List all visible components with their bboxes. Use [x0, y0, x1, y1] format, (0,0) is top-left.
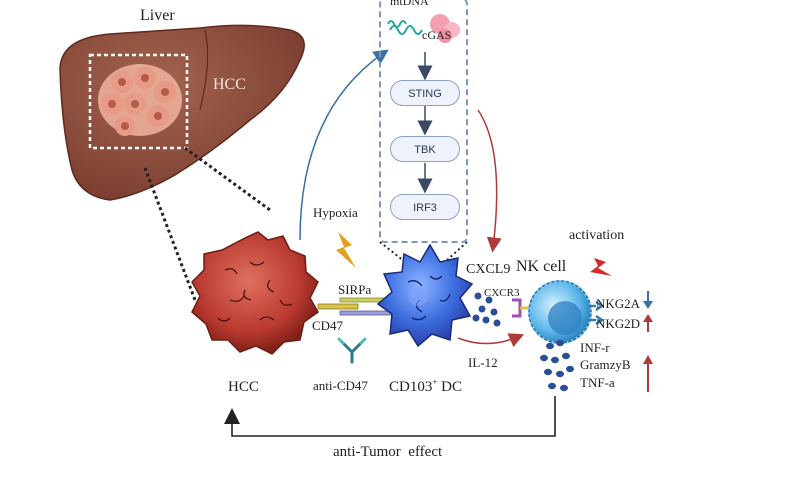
label-hypoxia: Hypoxia: [313, 205, 358, 220]
sirpa-cd47-bridge: [317, 297, 397, 316]
label-sirpa: SIRPa: [338, 282, 372, 297]
nkg-receptor-icons: [588, 300, 605, 326]
label-anti-tumor-effect: anti-Tumor effect: [333, 444, 443, 460]
label-cd47: CD47: [312, 318, 344, 333]
pathway-node-sting: STING: [390, 80, 460, 106]
cxcl9-dots: [472, 292, 501, 327]
up-arrow-icon-cytokines: [643, 355, 653, 392]
label-activation: activation: [569, 228, 625, 243]
label-anti-cd47: anti-CD47: [313, 378, 368, 393]
label-liver: Liver: [140, 7, 175, 24]
il12-arrow: [457, 333, 525, 348]
down-arrow-icon: [643, 291, 653, 309]
label-tnf-a: TNF-a: [580, 375, 615, 390]
label-cgas: cGAS: [422, 28, 452, 42]
lightning-icon: [336, 232, 356, 268]
label-cxcr3: CXCR3: [484, 287, 520, 299]
label-hcc-liver: HCC: [213, 76, 246, 93]
pathway-node-irf3: IRF3: [390, 194, 460, 220]
dendritic-cell: [376, 243, 474, 348]
up-arrow-icon: [643, 314, 653, 332]
label-cd103: CD103: [389, 379, 433, 395]
label-inf-r: INF-r: [580, 340, 610, 355]
antibody-icon: [337, 337, 367, 364]
label-cd103-dc: CD103+ DC: [389, 377, 462, 396]
hypoxia-arrow: [299, 49, 389, 241]
label-cd103-sup: +: [432, 377, 438, 387]
liver-illustration: [59, 24, 305, 201]
label-nkg2d: NKG2D: [596, 316, 641, 331]
label-nkg2a: NKG2A: [596, 296, 641, 311]
label-mtdna: mtDNA: [390, 0, 429, 8]
lightning-red-icon: [590, 258, 612, 276]
cytokine-dots: [540, 339, 574, 392]
label-gramzyb: GramzyB: [580, 357, 631, 372]
box-connector-left: [379, 241, 406, 263]
anti-tumor-arrow: [224, 396, 556, 437]
hcc-tumor-cell: [191, 231, 319, 355]
mtdna-icon: [387, 20, 423, 35]
cgas-icon: [430, 14, 460, 43]
label-nk-cell: NK cell: [516, 258, 567, 275]
label-il12: IL-12: [468, 355, 498, 370]
pathway-box: [379, 0, 468, 243]
liver-tumor-cluster: [98, 64, 182, 136]
nk-cell: [528, 280, 592, 344]
label-hcc-cell: HCC: [228, 379, 259, 395]
label-cxcl9: CXCL9: [466, 262, 511, 277]
zoom-line-left: [143, 167, 197, 301]
sting-to-cxcl9-arrow: [477, 109, 502, 253]
receptor-icon: [512, 298, 530, 318]
pathway-node-tbk: TBK: [390, 136, 460, 162]
label-dc: DC: [437, 379, 463, 395]
